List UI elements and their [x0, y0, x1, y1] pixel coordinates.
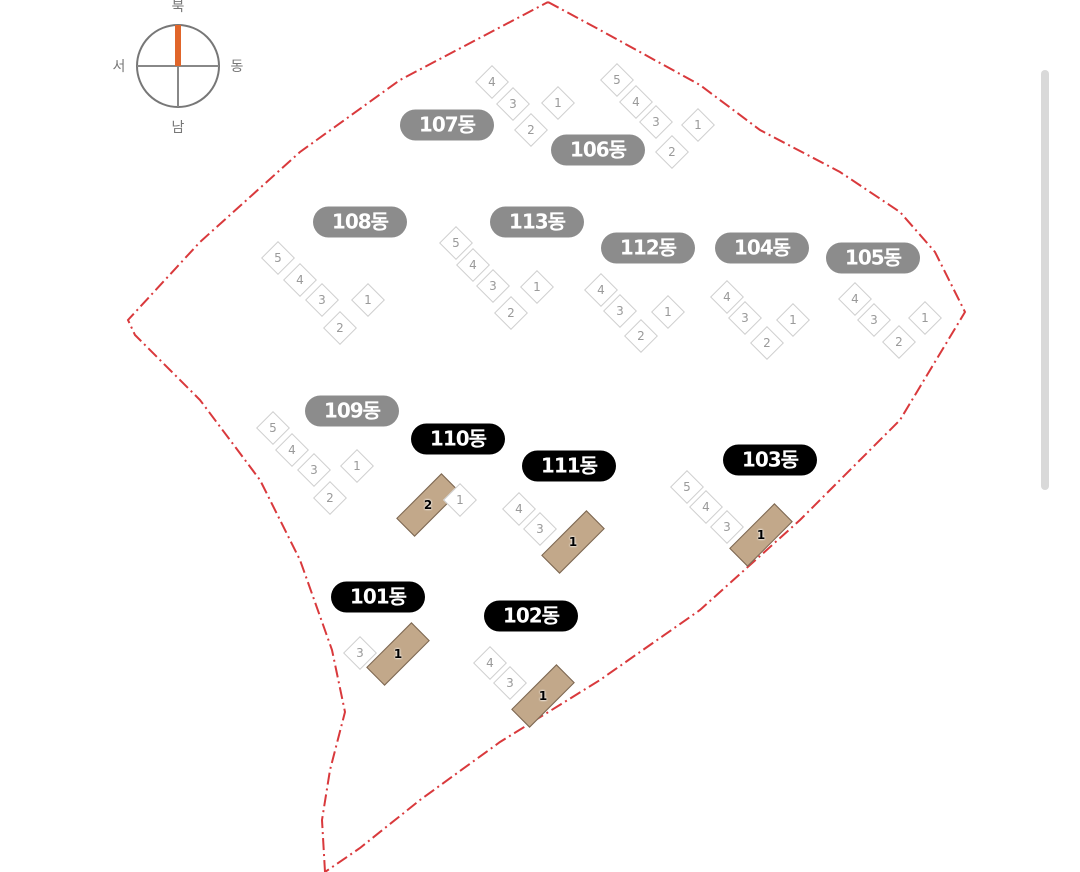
unit-number: 4 — [851, 292, 859, 306]
unit-number: 3 — [318, 293, 326, 307]
unit-number: 2 — [895, 335, 903, 349]
unit-number: 3 — [616, 304, 624, 318]
unit-number: 3 — [506, 676, 514, 690]
unit-number: 3 — [652, 115, 660, 129]
unit-number: 4 — [296, 273, 304, 287]
unit-number: 3 — [723, 520, 731, 534]
building-label-108[interactable]: 108동 — [313, 206, 407, 238]
compass-north: 북 — [171, 0, 185, 15]
unit-number: 3 — [741, 311, 749, 325]
unit-number: 2 — [763, 336, 771, 350]
site-boundary — [126, 1, 967, 872]
building-label-101[interactable]: 101동 — [331, 581, 425, 613]
unit-number: 4 — [597, 283, 605, 297]
scrollbar[interactable] — [1041, 70, 1049, 490]
unit-number: 1 — [921, 311, 929, 325]
unit-number: 4 — [488, 75, 496, 89]
unit-number: 5 — [452, 236, 460, 250]
unit-number: 5 — [683, 480, 691, 494]
unit-number: 1 — [694, 118, 702, 132]
building-label-102[interactable]: 102동 — [484, 600, 578, 632]
unit-number: 1 — [538, 689, 548, 703]
building-label-110[interactable]: 110동 — [411, 423, 505, 455]
unit-number: 2 — [507, 306, 515, 320]
unit-number: 4 — [486, 656, 494, 670]
unit-number: 3 — [536, 522, 544, 536]
unit-number: 3 — [356, 646, 364, 660]
unit-number: 4 — [288, 443, 296, 457]
unit-number: 1 — [456, 493, 464, 507]
unit-number: 1 — [756, 528, 766, 542]
unit-number: 4 — [515, 502, 523, 516]
unit-number: 1 — [364, 293, 372, 307]
building-label-105[interactable]: 105동 — [826, 242, 920, 274]
unit-number: 1 — [664, 305, 672, 319]
building-label-112[interactable]: 112동 — [601, 232, 695, 264]
unit-number: 2 — [668, 145, 676, 159]
compass-east: 동 — [230, 59, 244, 75]
unit-number: 1 — [353, 459, 361, 473]
unit-number: 4 — [702, 500, 710, 514]
unit-number: 2 — [336, 321, 344, 335]
building-label-113[interactable]: 113동 — [490, 206, 584, 238]
building-label-106[interactable]: 106동 — [551, 134, 645, 166]
unit-number: 1 — [533, 280, 541, 294]
unit-number: 1 — [568, 535, 578, 549]
unit-number: 5 — [274, 251, 282, 265]
unit-number: 2 — [527, 123, 535, 137]
unit-number: 1 — [789, 313, 797, 327]
compass — [136, 24, 220, 108]
building-label-103[interactable]: 103동 — [723, 444, 817, 476]
unit-number: 2 — [637, 329, 645, 343]
unit-number: 4 — [723, 290, 731, 304]
compass-west: 서 — [112, 59, 126, 75]
building-label-109[interactable]: 109동 — [305, 395, 399, 427]
unit-number: 3 — [489, 279, 497, 293]
unit-number: 5 — [269, 421, 277, 435]
unit-number: 4 — [469, 258, 477, 272]
unit-number: 1 — [554, 96, 562, 110]
unit-number: 3 — [870, 313, 878, 327]
unit-number: 2 — [423, 498, 433, 512]
building-label-104[interactable]: 104동 — [715, 232, 809, 264]
unit-number: 3 — [310, 463, 318, 477]
building-label-107[interactable]: 107동 — [400, 109, 494, 141]
building-label-111[interactable]: 111동 — [522, 450, 616, 482]
unit-number: 4 — [632, 95, 640, 109]
unit-number: 5 — [613, 73, 621, 87]
unit-number: 1 — [393, 647, 403, 661]
unit-number: 2 — [326, 491, 334, 505]
compass-south: 남 — [171, 120, 185, 136]
unit-number: 3 — [509, 97, 517, 111]
